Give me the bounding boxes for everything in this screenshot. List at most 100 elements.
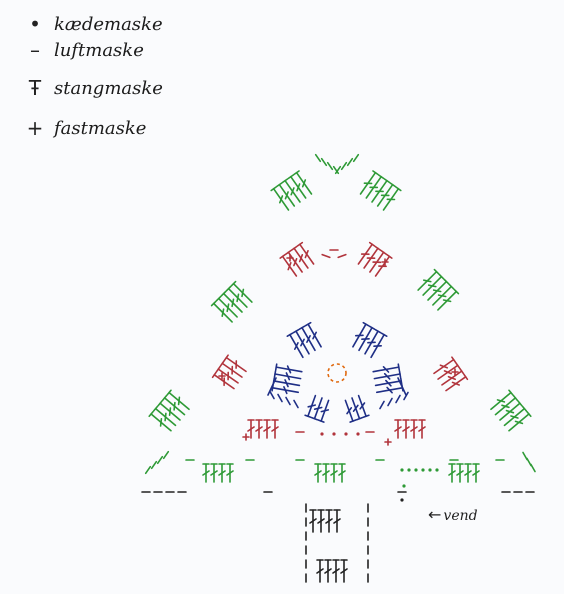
chain-stitch [379,400,385,410]
treble-stitch [148,410,172,432]
chain-stitch [320,157,328,167]
treble-stitch [418,419,426,439]
chain-stitch [334,165,342,175]
treble-stitch [276,182,296,207]
treble-stitch [296,241,315,265]
treble-stitch [359,170,379,195]
treble-stitch [157,400,181,421]
chain-stitch [293,399,299,409]
treble-stitch [375,384,404,394]
slip-stitch [421,468,425,472]
treble-stitch [272,377,301,388]
treble-stitch [333,509,341,533]
treble-stitch [316,559,324,583]
slip-stitch [332,432,336,436]
single-stitch [242,433,250,441]
treble-stitch [317,509,325,533]
treble-stitch [427,278,450,301]
chain-stitch [314,153,322,163]
treble-stitch [338,463,346,483]
treble-stitch [374,253,393,277]
chain-stitch [340,161,348,171]
legend-label: stangmaske [54,77,163,99]
treble-stitch [215,365,239,384]
treble-stitch [448,463,456,483]
treble-stitch [273,370,302,381]
treble-stitch [271,419,279,439]
trunk-stitches [141,491,535,583]
legend-label: luftmaske [54,39,144,61]
slip-stitch [407,468,411,472]
treble-stitch [422,273,445,296]
treble-stitch [215,295,238,318]
treble-stitch [263,419,271,439]
chain-stitch [403,391,409,401]
chain-stitch [156,455,164,465]
treble-stitch [211,371,235,390]
treble-stitch [270,186,290,211]
chain-stitch [332,165,340,175]
treble-stitch [218,463,226,483]
chain-stitch [395,394,401,404]
slip-stitch [435,468,439,472]
slip-stitch [414,468,418,472]
treble-stitch [220,290,243,313]
treble-stitch [376,182,396,207]
treble-stitch [363,245,382,269]
turn-note: ←vend [428,505,478,524]
treble-stitch [152,405,177,427]
treble-stitch [344,399,357,423]
round-2-stitches [211,241,469,446]
single-stitch [451,368,459,376]
treble-stitch [351,397,364,421]
treble-stitch [274,363,303,374]
treble-stitch [382,186,402,211]
treble-stitch [223,354,247,373]
slip-stitch [400,468,404,472]
treble-stitch [166,389,190,411]
treble-stitch [304,321,322,348]
magic-ring [327,363,347,383]
treble-stitch [365,174,385,199]
treble-stitch [433,356,457,375]
slip-stitch [344,432,348,436]
single-stitch [381,258,389,266]
slip-stitch-icon: • [29,12,41,36]
treble-stitch [499,400,523,421]
treble-stitch [202,463,210,483]
treble-stitch [464,463,472,483]
chain-stitch [150,460,158,470]
treble-stitch [472,463,480,483]
turn-label: vend [443,508,478,524]
treble-stitch [503,405,528,427]
slip-stitch [400,498,404,502]
chain-stitch [522,451,528,461]
treble-stitch [432,283,455,306]
treble-stitch [255,419,263,439]
treble-stitch [373,370,402,380]
chain-stitch [277,393,283,403]
treble-stitch [437,288,460,311]
chain-stitch [285,396,291,406]
chain-stitch [321,253,331,259]
chain-stitch [387,397,393,407]
treble-stitch [286,332,304,359]
treble-stitch [340,559,348,583]
treble-stitch [287,174,307,199]
legend-label: kædemaske [54,13,163,35]
treble-stitch [374,377,403,387]
treble-stitch [161,394,186,416]
single-stitch [218,372,226,380]
legend-label: fastmaske [54,117,147,139]
treble-stitch [330,463,338,483]
chain-stitch [162,450,170,460]
treble-stitch [364,328,382,355]
chain-stitch [346,157,354,167]
chain-stitch-icon: – [30,38,40,62]
slip-stitch [356,432,360,436]
treble-stitch [226,463,234,483]
treble-stitch [210,300,233,323]
round-3-stitches [144,153,536,488]
treble-stitch [322,463,330,483]
